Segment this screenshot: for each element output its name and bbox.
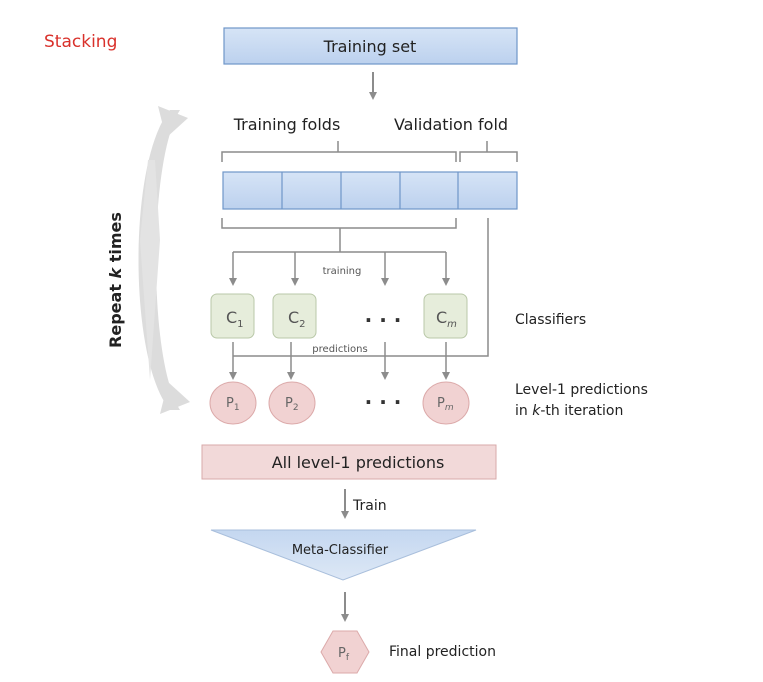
- training-set-label: Training set: [323, 37, 417, 56]
- repeat-loop-arrow: [138, 106, 190, 414]
- page-title: Stacking: [44, 32, 117, 52]
- svg-text:Pf: Pf: [338, 646, 350, 663]
- prediction-ellipsis: · · ·: [365, 390, 402, 414]
- predictions-edge-label: predictions: [312, 344, 367, 355]
- classifier-cm: Cm: [423, 293, 468, 339]
- training-set-box: Training set: [223, 27, 518, 65]
- final-prediction-label: Final prediction: [389, 644, 496, 660]
- svg-text:C1: C1: [226, 308, 244, 330]
- level1-predictions-label-line1: Level-1 predictions: [515, 382, 648, 398]
- classifiers-label: Classifiers: [515, 312, 586, 328]
- folds-bar: [222, 171, 518, 210]
- svg-text:C2: C2: [288, 308, 306, 330]
- classifier-c2: C2: [272, 293, 317, 339]
- training-folds-bottom-brace: [221, 218, 457, 240]
- training-folds-label: Training folds: [233, 115, 341, 134]
- train-label: Train: [352, 498, 387, 514]
- svg-text:P1: P1: [226, 396, 240, 413]
- prediction-p2: P2: [268, 381, 316, 425]
- svg-text:Pm: Pm: [437, 396, 454, 413]
- classifier-c1: C1: [210, 293, 255, 339]
- repeat-k-times-label: Repeat k times: [106, 212, 125, 348]
- svg-text:P2: P2: [285, 396, 299, 413]
- final-prediction: Pf: [320, 630, 370, 674]
- training-edge-label: training: [323, 266, 362, 277]
- classifier-ellipsis: · · ·: [365, 308, 402, 332]
- prediction-p1: P1: [209, 381, 257, 425]
- training-folds-brace: [221, 141, 457, 162]
- level1-predictions-label-line2: in k-th iteration: [515, 403, 623, 419]
- all-level1-predictions-label: All level-1 predictions: [272, 453, 445, 472]
- svg-text:Cm: Cm: [436, 308, 457, 330]
- validation-fold-line: [233, 218, 489, 357]
- all-level1-predictions-box: All level-1 predictions: [201, 444, 497, 480]
- meta-classifier: Meta-Classifier: [210, 529, 477, 581]
- training-distribution-line: [233, 240, 446, 253]
- validation-fold-brace: [459, 141, 518, 162]
- prediction-pm: Pm: [422, 381, 470, 425]
- validation-fold-label: Validation fold: [394, 115, 508, 134]
- meta-classifier-label: Meta-Classifier: [292, 543, 389, 558]
